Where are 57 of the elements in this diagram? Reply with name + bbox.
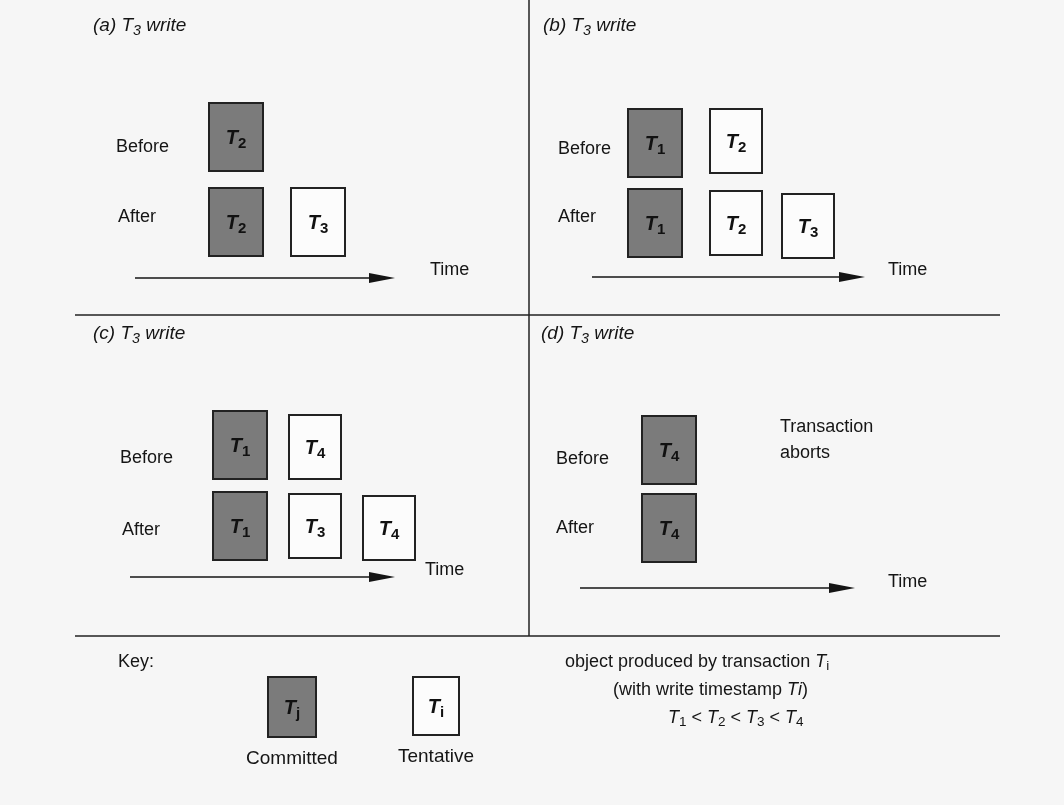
text-label: After bbox=[118, 205, 156, 228]
transaction-label: T$_{1}$ bbox=[229, 514, 251, 541]
tentative-object-box bbox=[362, 495, 416, 561]
transaction-label: T$_{2}$ bbox=[725, 129, 747, 156]
committed-object-box bbox=[627, 108, 683, 178]
committed-object-box bbox=[627, 188, 683, 258]
panel-title: (a) T$_{3}$ write bbox=[93, 13, 187, 38]
tentative-object-box bbox=[290, 187, 346, 257]
text-label: Before bbox=[120, 446, 174, 469]
tentative-object-box bbox=[412, 676, 460, 736]
text-label: Key: bbox=[118, 650, 155, 673]
tentative-object-box bbox=[288, 493, 342, 559]
key-caption: Committed bbox=[245, 746, 339, 770]
key-caption: Tentative bbox=[396, 744, 475, 768]
transaction-label: T$_{3}$ bbox=[307, 210, 329, 237]
committed-object-box bbox=[208, 187, 264, 257]
panel-title: (c) T$_{3}$ write bbox=[93, 321, 186, 346]
transaction-label: T$_{i}$ bbox=[427, 694, 445, 721]
tentative-object-box bbox=[709, 108, 763, 174]
transaction-label: T$_{4}$ bbox=[658, 438, 680, 465]
transaction-label: T$_{2}$ bbox=[225, 210, 247, 237]
text-label: After bbox=[122, 518, 160, 541]
text-label: After bbox=[556, 516, 594, 539]
text-label: Time bbox=[888, 570, 928, 593]
tentative-object-box bbox=[288, 414, 342, 480]
committed-object-box bbox=[641, 493, 697, 563]
text-label: Before bbox=[116, 135, 170, 158]
transaction-label: T$_{j}$ bbox=[283, 695, 301, 722]
text-label: Before bbox=[556, 447, 610, 470]
committed-object-box bbox=[212, 410, 268, 480]
text-label: (with write timestamp Ti) bbox=[613, 678, 809, 701]
transaction-label: T$_{1}$ bbox=[644, 131, 666, 158]
transaction-label: T$_{4}$ bbox=[658, 516, 680, 543]
text-label: Time bbox=[425, 558, 465, 581]
text-label: T$_{1}$ < T$_{2}$ < T$_{3}$ < T$_{4}$ bbox=[668, 706, 805, 730]
transaction-label: T$_{3}$ bbox=[797, 214, 819, 241]
committed-object-box bbox=[267, 676, 317, 738]
tentative-object-box bbox=[781, 193, 835, 259]
transaction-label: T$_{4}$ bbox=[378, 516, 400, 543]
transaction-label: T$_{3}$ bbox=[304, 514, 326, 541]
text-label: Time bbox=[888, 258, 928, 281]
text-label: After bbox=[558, 205, 596, 228]
panel-title: (b) T$_{3}$ write bbox=[543, 13, 637, 38]
transaction-label: T$_{2}$ bbox=[225, 125, 247, 152]
committed-object-box bbox=[208, 102, 264, 172]
transaction-label: T$_{4}$ bbox=[304, 435, 326, 462]
committed-object-box bbox=[212, 491, 268, 561]
tentative-object-box bbox=[709, 190, 763, 256]
panel-title: (d) T$_{3}$ write bbox=[541, 321, 635, 346]
committed-object-box bbox=[641, 415, 697, 485]
text-label: Time bbox=[430, 258, 470, 281]
text-label: Transaction aborts bbox=[780, 415, 875, 464]
transaction-label: T$_{1}$ bbox=[229, 433, 251, 460]
text-label: object produced by transaction T$_{i}$ bbox=[565, 650, 831, 674]
transaction-label: T$_{1}$ bbox=[644, 211, 666, 238]
text-label: Before bbox=[558, 137, 612, 160]
transaction-label: T$_{2}$ bbox=[725, 211, 747, 238]
